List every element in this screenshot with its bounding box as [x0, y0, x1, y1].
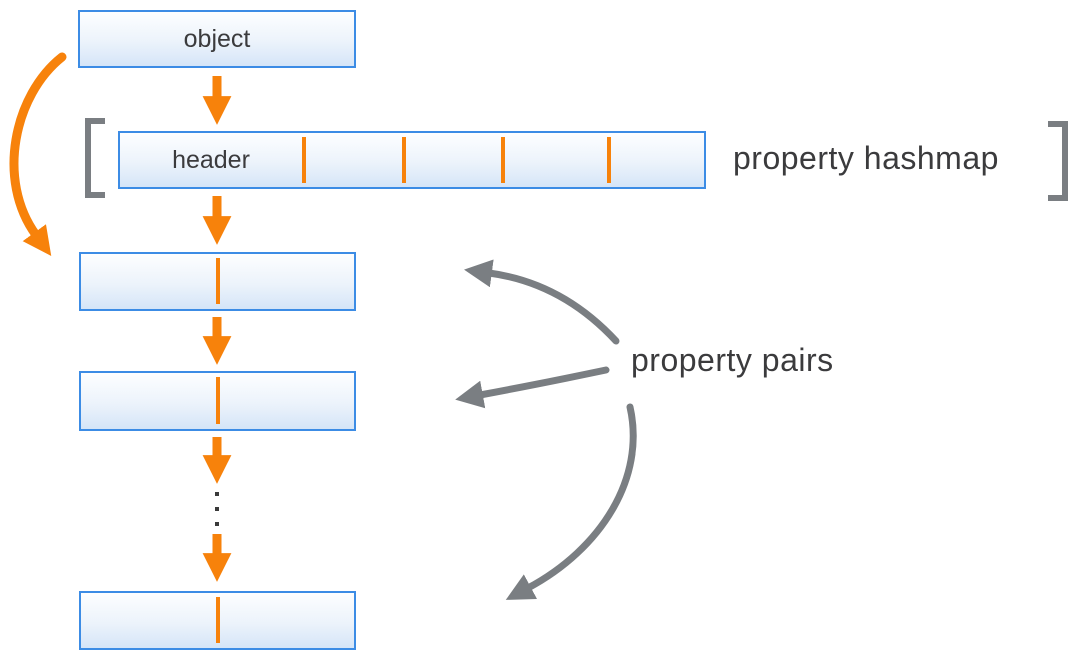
ellipsis-dot [215, 522, 219, 526]
slot-divider [607, 137, 611, 183]
object-box-label: object [183, 24, 251, 53]
property-pair-box-1 [79, 252, 356, 311]
object-box: object [78, 10, 356, 68]
vertical-ellipsis [215, 492, 220, 528]
pair-divider [215, 258, 220, 304]
pairs-annotation: property pairs [631, 342, 834, 378]
slot-divider [501, 137, 505, 183]
pointer-arrow-to-pair-3 [505, 403, 637, 600]
curved-arrow-object-to-pair [9, 52, 67, 256]
left-bracket [85, 118, 105, 198]
pair-divider [215, 377, 220, 424]
right-bracket [1048, 121, 1068, 201]
pointer-arrow-to-pair-1 [464, 259, 620, 345]
pointer-arrow-to-pair-2 [455, 366, 610, 409]
property-pair-box-3 [79, 591, 356, 650]
slot-divider [302, 137, 306, 183]
slot-divider [402, 137, 406, 183]
header-cell-label: header [172, 145, 250, 174]
hashmap-annotation: property hashmap [733, 140, 999, 176]
ellipsis-dot [215, 507, 219, 511]
pair-divider [215, 597, 220, 643]
hashmap-header-box: header [118, 131, 706, 189]
ellipsis-dot [215, 492, 219, 496]
property-pair-box-2 [79, 371, 356, 431]
